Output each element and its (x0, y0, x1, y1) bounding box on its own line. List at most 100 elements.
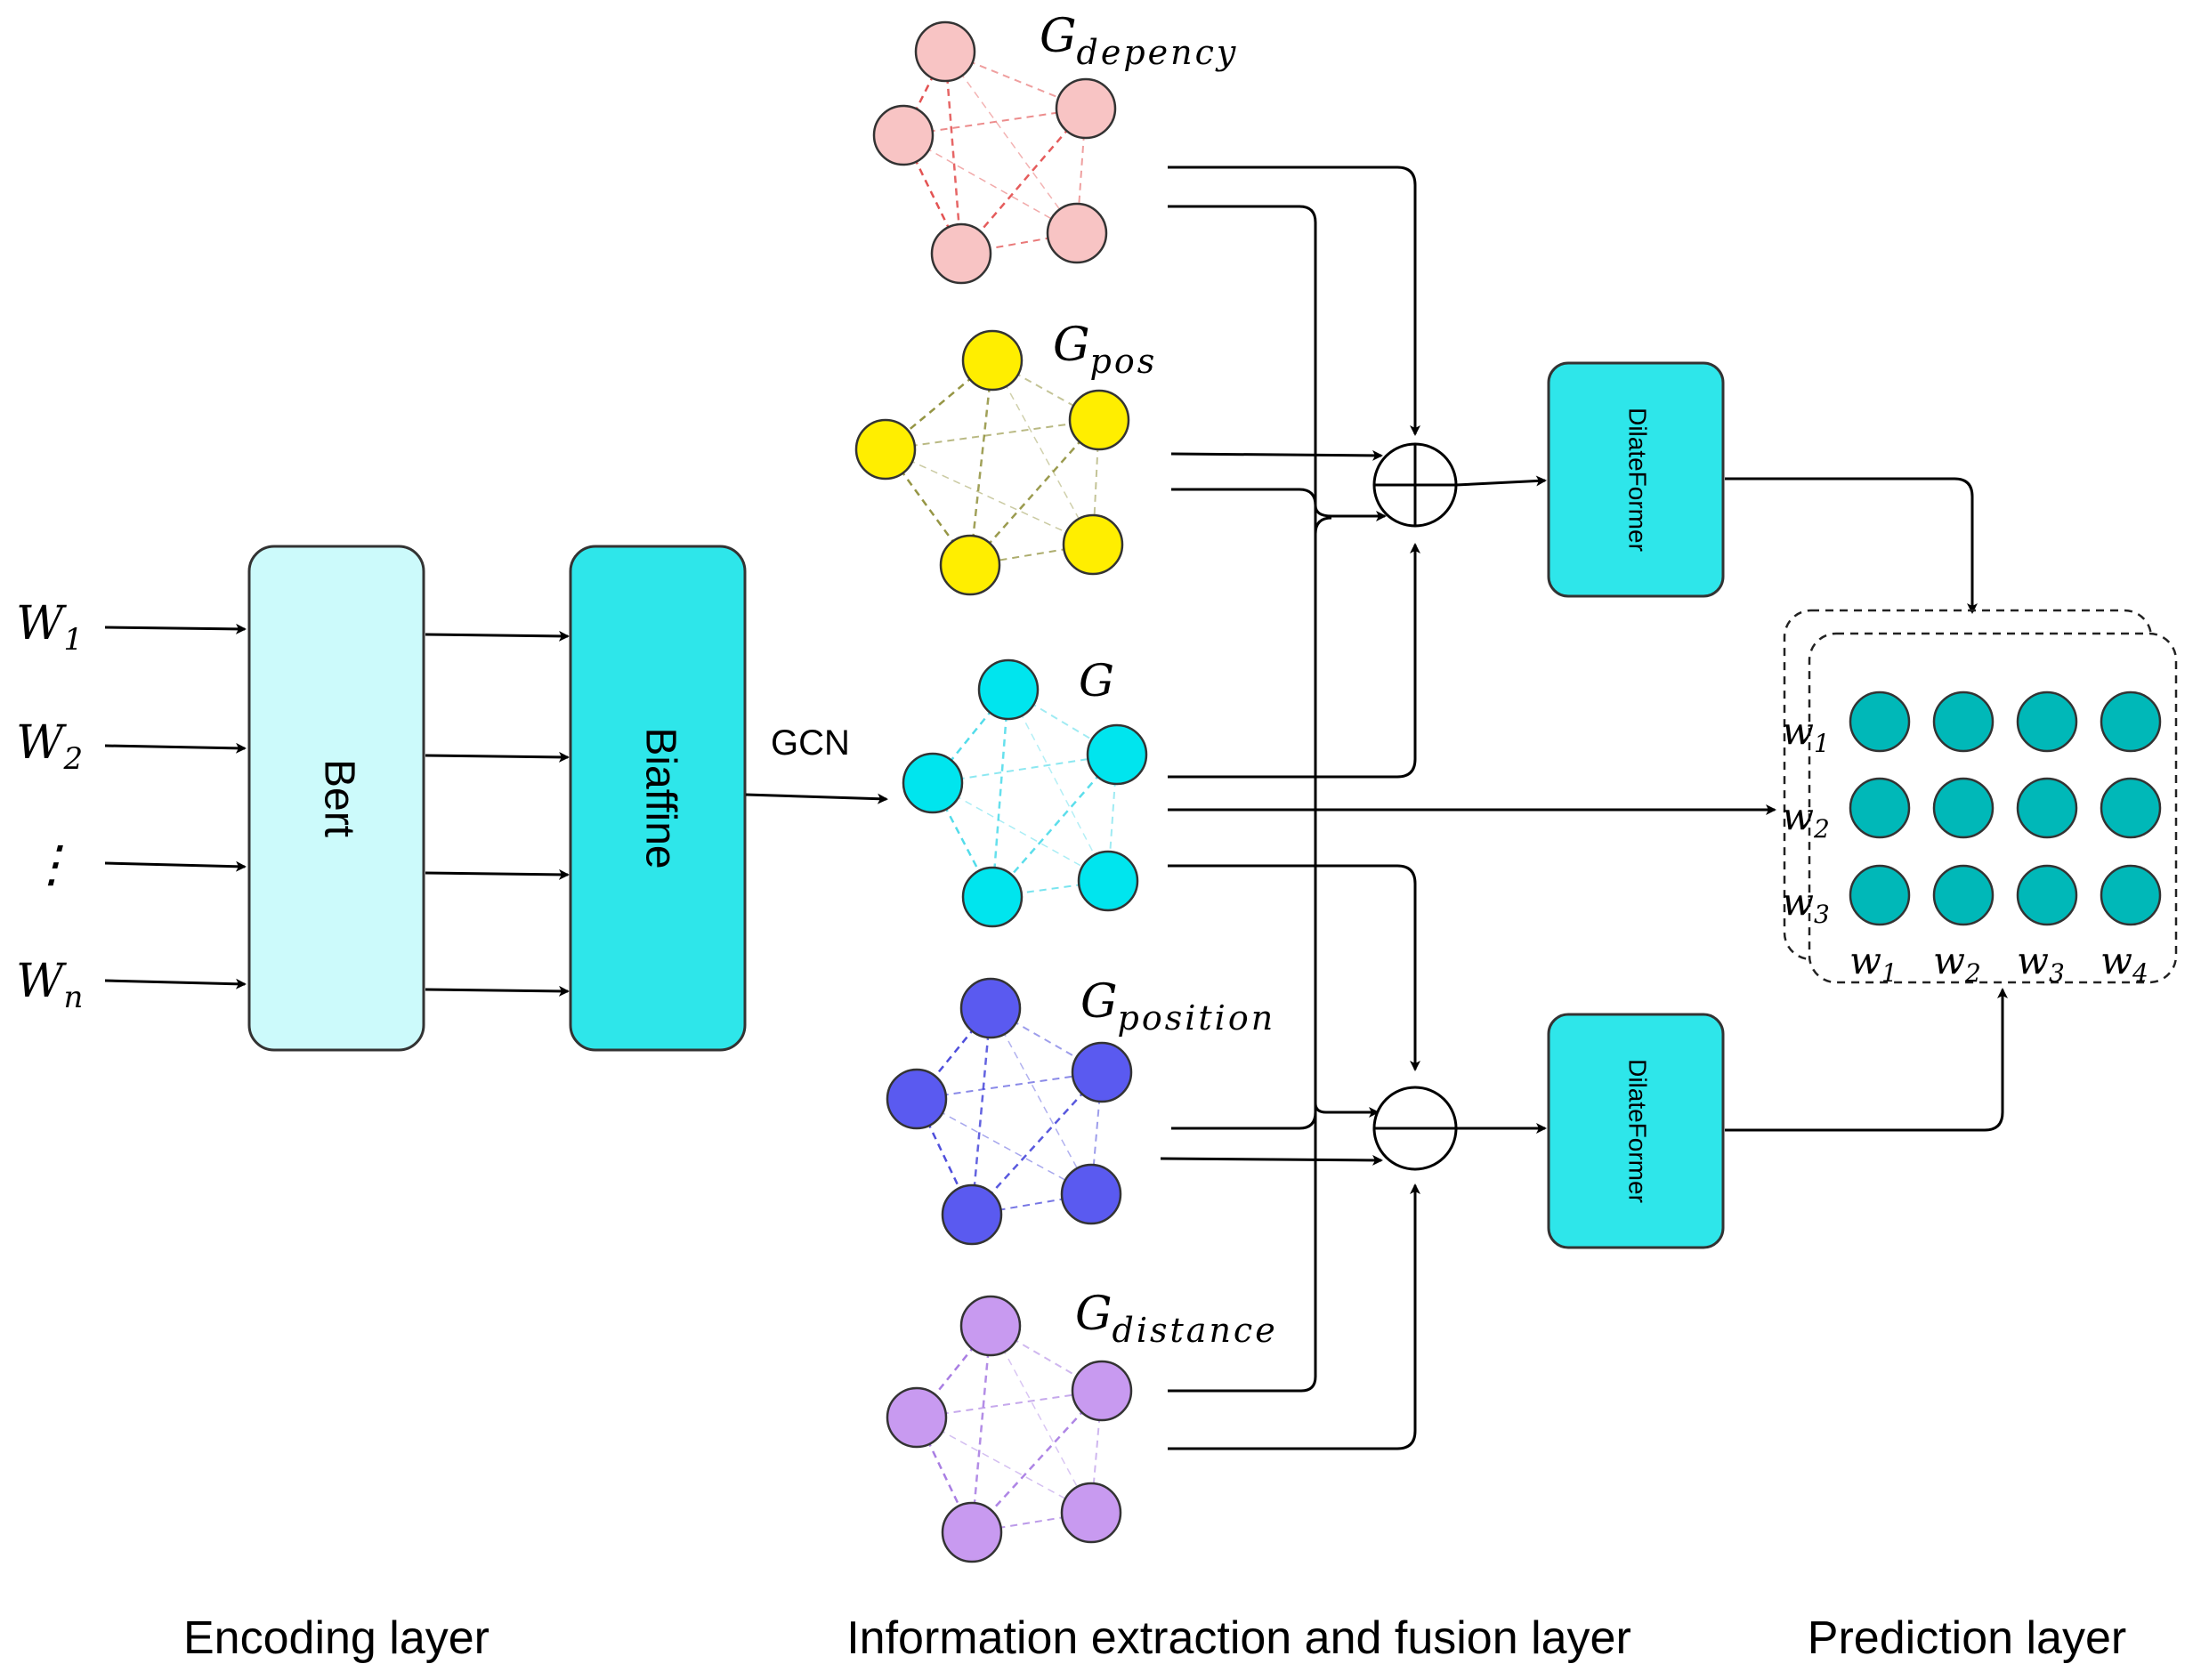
grid-cell (1849, 691, 1911, 753)
svg-text:Wn: Wn (16, 955, 83, 1015)
input-token-w2: W2 (16, 716, 83, 777)
graph-edge (915, 1098, 974, 1216)
graph-label-pos: Gpos (1053, 319, 1154, 381)
graph-edge (944, 51, 1078, 234)
graph-edge (916, 1390, 1103, 1418)
graph-position (886, 977, 1133, 1246)
graph-label-distance: Gdistance (1075, 1288, 1278, 1350)
graph-edge (968, 359, 994, 566)
graph-edge (932, 782, 1109, 882)
bert-block: Bert (247, 545, 425, 1052)
graph-edge (991, 754, 1118, 898)
grid-col-label-1: w1 (1849, 939, 1897, 988)
svg-text:W1: W1 (16, 597, 83, 658)
svg-text:G: G (1079, 655, 1114, 707)
graph-edge (885, 419, 1100, 450)
graph-edge (885, 448, 1094, 545)
grid-cell (1849, 864, 1911, 926)
graph-edge (990, 1325, 1092, 1514)
svg-text:Gdistance: Gdistance (1075, 1288, 1278, 1350)
graph-edge (1007, 689, 1109, 882)
graph-edge (916, 1071, 1103, 1100)
input-token-w1: W1 (16, 597, 83, 658)
graph-edge (902, 134, 1078, 234)
fusion-node-top (1372, 442, 1458, 528)
grid-row-label-1: w1 (1782, 709, 1830, 758)
grid-cell (1849, 777, 1911, 839)
fusion-node-bottom (1372, 1086, 1458, 1171)
svg-text:Gposition: Gposition (1080, 975, 1275, 1038)
graph-node (886, 1386, 948, 1449)
grid-col-label-3: w3 (2017, 939, 2065, 988)
svg-text:DilateFormer: DilateFormer (1624, 1059, 1652, 1203)
graph-edge (902, 108, 1087, 136)
graphs-layer (854, 20, 1148, 1563)
grid-row-label-3: w3 (1782, 880, 1830, 929)
graph-label-dependency: Gdepency (1040, 10, 1238, 72)
graph-label-position: Gposition (1080, 975, 1275, 1038)
layer-caption-prediction: Prediction layer (1808, 1612, 2126, 1664)
input-arrows (104, 623, 247, 989)
dilateformer-to-prediction-arrows (1725, 477, 2008, 1132)
grid-col-label-2: w2 (1933, 939, 1981, 988)
graph-edge (931, 782, 994, 898)
graph-node (930, 222, 992, 285)
svg-text:Gdepency: Gdepency (1040, 10, 1238, 72)
grid-row-label-2: w2 (1782, 795, 1830, 844)
graph-label-main: G (1079, 655, 1114, 707)
graph-node (902, 752, 964, 814)
grid-cell (2100, 691, 2162, 753)
graph-node (1062, 513, 1124, 576)
graph-node (939, 534, 1001, 596)
biaffine-block: Biaffine (569, 545, 747, 1052)
graph-node (941, 1501, 1003, 1563)
graph-edge (902, 134, 963, 254)
graph-node (854, 418, 917, 481)
dilateformer-block-top: DilateFormer (1547, 361, 1725, 598)
graph-node (977, 658, 1040, 721)
graph-node (1046, 202, 1108, 264)
layer-caption-fusion: Information extraction and fusion layer (846, 1612, 1631, 1664)
bert-to-biaffine-arrows (425, 630, 570, 997)
graph-edge (990, 1007, 1092, 1195)
svg-text:DilateFormer: DilateFormer (1624, 408, 1652, 552)
grid-cell (1932, 777, 1995, 839)
gcn-connector: GCN (745, 723, 888, 804)
graph-edge (916, 1417, 1092, 1514)
input-token-ellipsis: ⋮ (27, 836, 77, 893)
graph-node (961, 329, 1024, 392)
svg-text:W2: W2 (16, 716, 83, 777)
graph-node (959, 1295, 1022, 1357)
graph-node (1086, 723, 1148, 786)
svg-text:Bert: Bert (315, 759, 362, 837)
svg-text:GCN: GCN (771, 723, 850, 763)
grid-cell (2016, 864, 2078, 926)
graph-node (941, 1183, 1003, 1246)
grid-cell (2100, 777, 2162, 839)
svg-text:⋮: ⋮ (27, 836, 77, 893)
grid-cell (2100, 864, 2162, 926)
grid-cell (2016, 691, 2078, 753)
grid-cell (1932, 691, 1995, 753)
graph-edge (970, 1325, 992, 1533)
grid-cells (1849, 691, 2162, 926)
graph-main (902, 658, 1148, 928)
graph-edge (970, 1007, 992, 1216)
layer-caption-encoding: Encoding layer (183, 1612, 490, 1664)
graph-edge (943, 51, 963, 254)
graph-distance (886, 1295, 1133, 1563)
dilateformer-block-bottom: DilateFormer (1547, 1013, 1725, 1249)
graph-node (1077, 850, 1139, 912)
graph-edge (991, 689, 1010, 898)
graph-node (872, 104, 935, 166)
graph-edge (990, 1007, 1103, 1073)
graph-node (1071, 1041, 1133, 1103)
graph-dependency (872, 20, 1117, 285)
graph-edge (971, 1390, 1103, 1533)
graph-edge (991, 359, 1094, 545)
svg-text:Biaffine: Biaffine (636, 727, 684, 868)
fusion-connectors (1160, 166, 1776, 1450)
input-token-wn: Wn (16, 955, 83, 1015)
graph-edge (916, 1098, 1092, 1195)
